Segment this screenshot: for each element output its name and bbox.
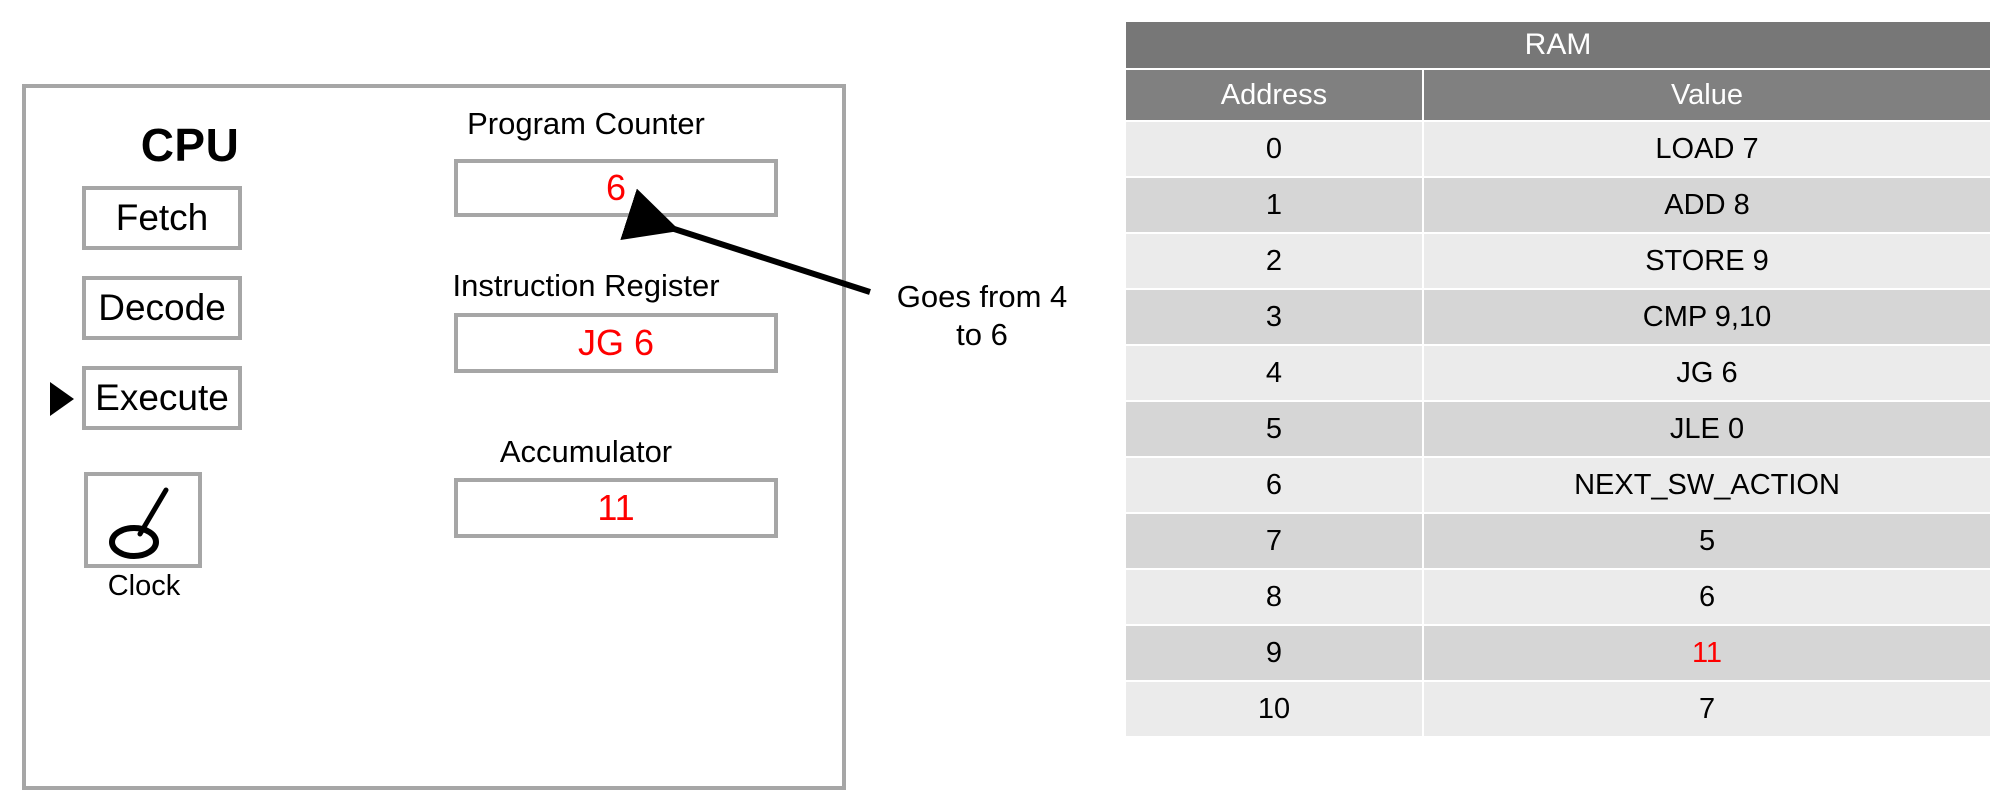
active-stage-pointer-icon	[50, 382, 74, 416]
program-counter-label: Program Counter	[467, 106, 705, 141]
ram-cell-value: 5	[1424, 514, 1991, 568]
program-counter-value: 6	[605, 167, 627, 208]
ram-cell-address: 4	[1126, 346, 1422, 400]
ram-cell-address: 1	[1126, 178, 1422, 232]
ram-header-row: Address Value	[1126, 70, 1991, 120]
instruction-register-label: Instruction Register	[452, 268, 720, 303]
ram-cell-address: 9	[1126, 626, 1422, 680]
ram-cell-value: CMP 9,10	[1424, 290, 1991, 344]
program-counter-box[interactable]: 6	[454, 159, 778, 217]
cpu-panel: CPU Fetch Decode Execute Clock Program C…	[22, 84, 846, 790]
ram-cell-address: 2	[1126, 234, 1422, 288]
ram-cell-address: 6	[1126, 458, 1422, 512]
ram-cell-value: ADD 8	[1424, 178, 1991, 232]
ram-cell-address: 3	[1126, 290, 1422, 344]
ram-cell-address: 0	[1126, 122, 1422, 176]
ram-cell-address: 10	[1126, 682, 1422, 736]
cpu-stage-fetch[interactable]: Fetch	[82, 186, 242, 250]
ram-title: RAM	[1126, 22, 1991, 68]
ram-cell-value: JLE 0	[1424, 402, 1991, 456]
annotation-text-line2: to 6	[956, 316, 1008, 352]
ram-column-header-address: Address	[1126, 70, 1422, 120]
ram-cell-value: LOAD 7	[1424, 122, 1991, 176]
cpu-title: CPU	[140, 119, 240, 171]
instruction-register-value: JG 6	[577, 322, 655, 363]
accumulator-value: 11	[597, 487, 635, 528]
cpu-stage-decode[interactable]: Decode	[82, 276, 242, 340]
ram-cell-value: 7	[1424, 682, 1991, 736]
cpu-stage-fetch-label: Fetch	[115, 197, 209, 238]
ram-title-row: RAM	[1126, 22, 1991, 68]
pendulum-clock-icon	[109, 487, 169, 559]
accumulator-box[interactable]: 11	[454, 478, 778, 538]
clock-label: Clock	[107, 570, 181, 602]
cpu-stage-execute-label: Execute	[95, 377, 229, 418]
ram-cell-value: NEXT_SW_ACTION	[1424, 458, 1991, 512]
ram-cell-address: 5	[1126, 402, 1422, 456]
ram-cell-value: STORE 9	[1424, 234, 1991, 288]
ram-column-header-value: Value	[1424, 70, 1991, 120]
ram-cell-value: 6	[1424, 570, 1991, 624]
ram-cell-value: JG 6	[1424, 346, 1991, 400]
ram-cell-address: 8	[1126, 570, 1422, 624]
annotation-text-line1: Goes from 4	[896, 279, 1068, 314]
accumulator-label: Accumulator	[499, 434, 673, 469]
cpu-stage-decode-label: Decode	[98, 287, 226, 328]
cpu-stage-execute[interactable]: Execute	[82, 366, 242, 430]
ram-cell-address: 7	[1126, 514, 1422, 568]
clock-box	[84, 472, 202, 568]
instruction-register-box[interactable]: JG 6	[454, 313, 778, 373]
annotation-text: Goes from 4 to 6	[872, 278, 1092, 354]
ram-cell-value: 11	[1424, 626, 1991, 680]
